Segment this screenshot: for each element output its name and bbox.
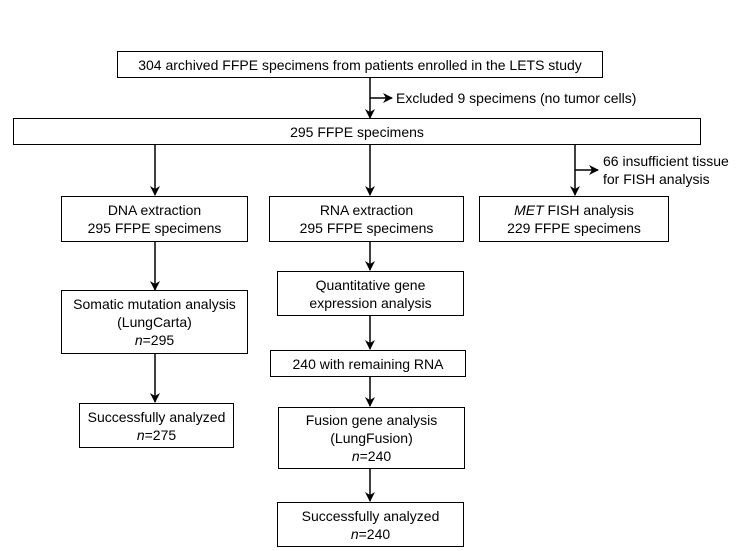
main-box: 295 FFPE specimens <box>13 118 701 145</box>
remaining-rna-box: 240 with remaining RNA <box>270 350 466 377</box>
rna-success-box: Successfully analyzed n=240 <box>277 502 464 547</box>
quantitative-expression-box: Quantitative gene expression analysis <box>277 271 464 316</box>
top-box: 304 archived FFPE specimens from patient… <box>117 51 603 78</box>
dna-success-box: Successfully analyzed n=275 <box>79 403 234 448</box>
rna-extraction-box: RNA extraction 295 FFPE specimens <box>269 196 464 242</box>
somatic-mutation-box: Somatic mutation analysis (LungCarta) n=… <box>61 290 248 354</box>
insufficient-note: 66 insufficient tissue for FISH analysis <box>603 153 729 187</box>
fusion-gene-box: Fusion gene analysis (LungFusion) n=240 <box>278 407 465 469</box>
met-fish-box: MET FISH analysis 229 FFPE specimens <box>479 196 669 242</box>
excluded-note: Excluded 9 specimens (no tumor cells) <box>396 90 637 106</box>
dna-extraction-box: DNA extraction 295 FFPE specimens <box>61 196 248 242</box>
